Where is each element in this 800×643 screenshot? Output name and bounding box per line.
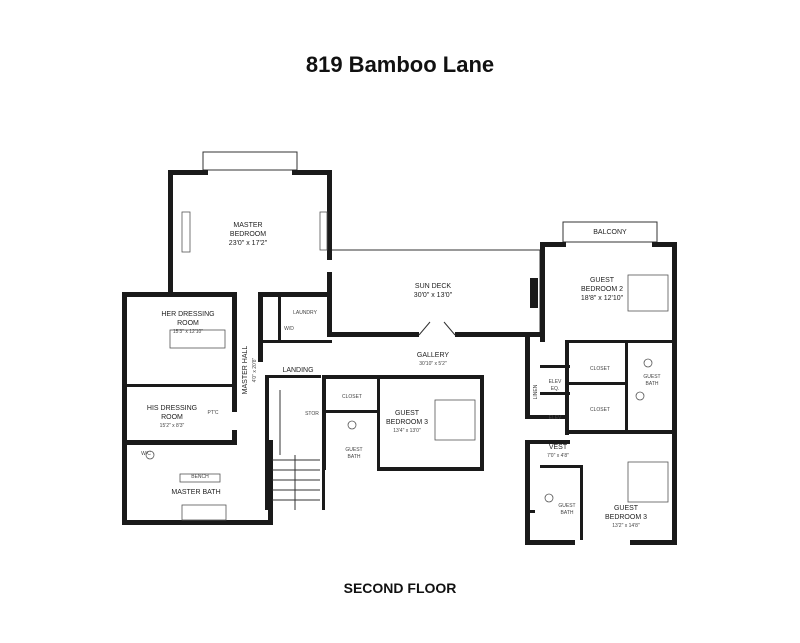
linen-label: LINEN	[533, 384, 539, 399]
floor-label: SECOND FLOOR	[343, 580, 457, 596]
guest-bedroom-3-center-dims: 13'4" x 13'0"	[393, 428, 421, 434]
her-dressing-dims: 15'3" x 12'10"	[173, 329, 203, 335]
fixtures	[145, 211, 669, 521]
guest-bedroom-2-dims: 18'8" x 12'10"	[581, 295, 624, 302]
balcony-label: BALCONY	[593, 229, 627, 236]
master-balcony-rail	[202, 151, 298, 171]
elev-eq-label: ELEV	[549, 379, 562, 385]
his-dressing-label-2: ROOM	[161, 414, 183, 421]
guest-bedroom-3-right-label-2: BEDROOM 3	[605, 514, 647, 521]
staircase	[272, 390, 320, 510]
guest-bedroom-3-right-label: GUEST	[614, 505, 639, 512]
sun-deck-label: SUN DECK	[415, 283, 452, 290]
master-hall-dims: 4'0" x 20'8"	[252, 357, 258, 382]
guest-bath-label-b-2: BATH	[348, 454, 361, 460]
master-bedroom-dims: 23'0" x 17'2"	[229, 240, 268, 247]
guest-bedroom-3-center-label-2: BEDROOM 3	[386, 419, 428, 426]
stor-label: STOR	[305, 411, 319, 417]
plan-title: 819 Bamboo Lane	[305, 52, 495, 77]
her-dressing-label-2: ROOM	[177, 320, 199, 327]
bench-label: BENCH	[191, 474, 209, 480]
guest-bedroom-3-center-label: GUEST	[395, 410, 420, 417]
wc-label: W/C	[141, 451, 151, 457]
closet-label-a: CLOSET	[342, 394, 362, 400]
wd-label: W/D	[284, 326, 294, 332]
ptc-label: PT'C	[208, 410, 219, 416]
closet-label-b: CLOSET	[590, 366, 610, 372]
elev-label: ELEV	[549, 415, 562, 421]
master-hall-label: MASTER HALL	[242, 346, 249, 395]
guest-bath-label-c: GUEST	[558, 503, 575, 509]
master-bedroom-label-2: BEDROOM	[230, 231, 266, 238]
his-dressing-dims: 15'2" x 8'3"	[160, 423, 185, 429]
guest-bedroom-2-label: GUEST	[590, 277, 615, 284]
walls	[122, 170, 677, 545]
guest-bath-label-a-2: BATH	[646, 381, 659, 387]
laundry-label: LAUNDRY	[293, 310, 317, 316]
closet-label-c: CLOSET	[590, 407, 610, 413]
sun-deck-dims: 30'0" x 13'0"	[414, 292, 453, 299]
his-dressing-label: HIS DRESSING	[147, 405, 197, 412]
elev-eq-label-2: EQ.	[551, 386, 560, 392]
gallery-label: GALLERY	[417, 352, 449, 359]
landing-label: LANDING	[282, 367, 313, 374]
balcony-rail	[562, 221, 658, 243]
sun-deck-doors	[418, 321, 456, 336]
master-bath-label: MASTER BATH	[171, 489, 220, 496]
guest-bath-label-c-2: BATH	[561, 510, 574, 516]
guest-bedroom-2-label-2: BEDROOM 2	[581, 286, 623, 293]
her-dressing-label: HER DRESSING	[161, 311, 214, 318]
guest-bath-label-b: GUEST	[345, 447, 362, 453]
master-bedroom-label: MASTER	[233, 222, 262, 229]
guest-bedroom-3-right-dims: 13'2" x 14'8"	[612, 523, 640, 529]
vest-label: VEST	[549, 444, 568, 451]
gallery-dims: 30'10" x 5'2"	[419, 361, 447, 367]
vest-dims: 7'0" x 4'8"	[547, 453, 569, 459]
guest-bath-label-a: GUEST	[643, 374, 660, 380]
